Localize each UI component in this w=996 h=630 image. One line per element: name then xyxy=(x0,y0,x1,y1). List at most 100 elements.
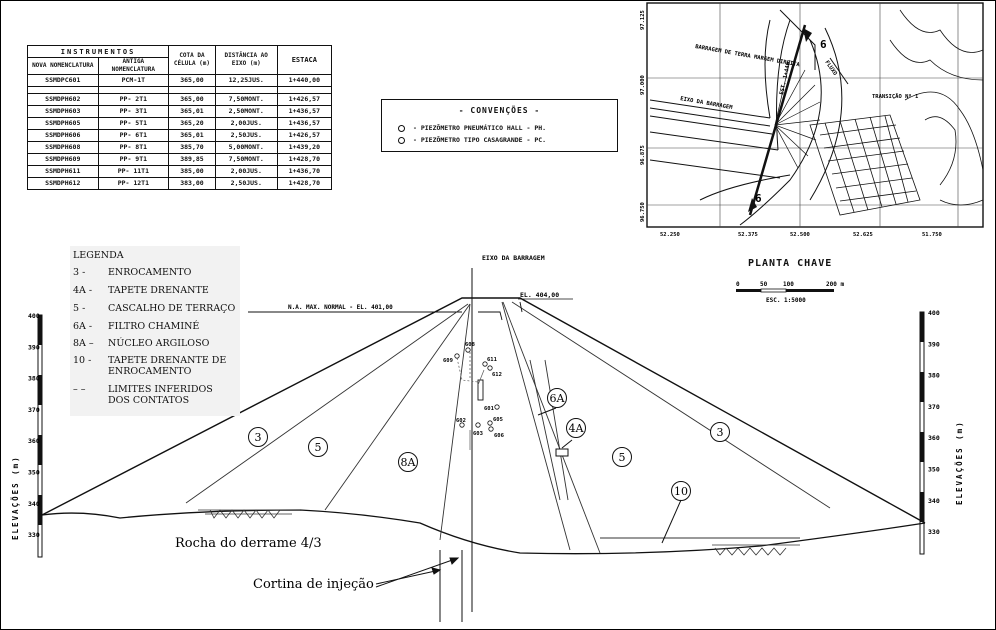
left-tick-label: 360 xyxy=(28,437,40,445)
table-cell-antiga: PP- 3T1 xyxy=(97,105,170,118)
table-cell-antiga: PP- 12T1 xyxy=(97,177,170,190)
table-cell-dist: 2,50JUS. xyxy=(214,129,278,142)
left-tick-label: 370 xyxy=(28,406,40,414)
table-header-antiga: ANTIGA NOMENCLATURA xyxy=(97,57,170,75)
table-cell-estaca: 1+436,70 xyxy=(276,165,333,178)
legend-title: LEGENDA xyxy=(73,250,124,261)
right-elevation-axis xyxy=(919,311,925,555)
table-cell-dist: 5,00MONT. xyxy=(214,141,278,154)
table-spacer-cell xyxy=(27,86,99,94)
table-header-distancia: DISTÂNCIA AO EIXO (m) xyxy=(214,45,278,75)
instrument-label: 606 xyxy=(494,433,505,439)
table-cell-dist: 2,50JUS. xyxy=(214,177,278,190)
instrument-label: 608 xyxy=(465,342,475,348)
table-cell-antiga: PP- 2T1 xyxy=(97,93,170,106)
zone-label-text: 10 xyxy=(674,485,688,498)
table-cell-nova: SSMDPH612 xyxy=(27,177,99,190)
table-cell-nova: SSMDPH609 xyxy=(27,153,99,166)
right-tick-label: 350 xyxy=(928,466,940,474)
map-x-label: 52.250 xyxy=(660,232,680,238)
table-cell-cota: 365,00 xyxy=(168,74,216,87)
zone-circle xyxy=(547,388,567,408)
table-spacer-cell xyxy=(214,86,278,94)
conventions-title: - CONVENÇÕES - xyxy=(458,106,541,115)
table-cell-cota: 383,00 xyxy=(168,177,216,190)
legend-code: 3 - xyxy=(73,267,86,278)
legend-code: 6A - xyxy=(73,321,93,332)
table-cell-dist: 7,50MONT. xyxy=(214,93,278,106)
table-cell-cota: 385,00 xyxy=(168,165,216,178)
table-header-cota: COTA DA CÉLULA (m) xyxy=(168,45,216,75)
piezometer-marker xyxy=(482,361,488,367)
table-cell-cota: 365,01 xyxy=(168,129,216,142)
table-cell-estaca: 1+436,57 xyxy=(276,105,333,118)
right-y-axis-title: ELEVAÇÕES (m) xyxy=(955,420,964,505)
left-tick-label: 330 xyxy=(28,531,40,539)
map-y-label: 96.750 xyxy=(640,202,646,222)
section-label-top: 6 xyxy=(820,38,827,51)
zone-circle xyxy=(710,422,730,442)
piezometer-marker xyxy=(475,422,481,428)
scale-tick-label: 50 xyxy=(760,281,768,288)
instrument-label: 603 xyxy=(473,431,483,437)
table-cell-antiga: PP- 9T1 xyxy=(97,153,170,166)
legend-desc: CASCALHO DE TERRAÇO xyxy=(108,303,236,314)
left-tick-label: 380 xyxy=(28,375,40,383)
table-cell-nova: SSMDPC601 xyxy=(27,74,99,87)
instrument-label: 609 xyxy=(443,358,453,364)
instrument-label: 612 xyxy=(492,372,502,378)
section-label-bottom: 6 xyxy=(755,192,762,205)
map-y-label: 96.875 xyxy=(640,145,646,165)
zone-6a-leader xyxy=(537,407,557,416)
zone-10-leader xyxy=(661,499,682,544)
drain-leader-arrow-icon xyxy=(561,439,573,449)
convention-item: - PIEZÔMETRO TIPO CASAGRANDE - PC. xyxy=(398,136,546,144)
left-tick-label: 350 xyxy=(28,469,40,477)
table-cell-estaca: 1+426,57 xyxy=(276,129,333,142)
table-cell-nova: SSMDPH608 xyxy=(27,141,99,154)
rock-label: Rocha do derrame 4/3 xyxy=(175,536,322,551)
table-spacer-row xyxy=(27,86,333,94)
table-cell-estaca: 1+440,00 xyxy=(276,74,333,87)
table-header-nova: NOVA NOMENCLATURA xyxy=(27,57,99,75)
curtain-arrow-icon xyxy=(431,567,442,575)
left-tick-label: 400 xyxy=(28,312,40,320)
zone-boundaries xyxy=(185,301,831,554)
map-x-label: 52.625 xyxy=(853,232,873,238)
table-cell-antiga: PP- 5T1 xyxy=(97,117,170,130)
legend-code: 8A – xyxy=(73,338,94,349)
left-y-axis-title: ELEVAÇÕES (m) xyxy=(11,455,20,540)
legend-code: – – xyxy=(73,384,86,395)
map-x-label: 52.500 xyxy=(790,232,810,238)
zone-label-text: 5 xyxy=(315,441,322,454)
zone-circle xyxy=(566,418,586,438)
convention-item: - PIEZÔMETRO PNEUMÁTICO HALL - PH. xyxy=(398,124,546,132)
table-spacer-cell xyxy=(168,86,216,94)
flow-arrow-icon xyxy=(829,57,849,85)
zone-circle xyxy=(308,437,328,457)
zone-circle xyxy=(612,447,632,467)
zone-circle xyxy=(398,452,418,472)
table-cell-antiga: PP- 8T1 xyxy=(97,141,170,154)
zone-label-text: 4A xyxy=(569,422,585,435)
table-header-estaca: ESTACA xyxy=(276,45,333,75)
table-cell-estaca: 1+428,70 xyxy=(276,153,333,166)
curtain-label: Cortina de injeção xyxy=(253,577,374,592)
scale-tick-label: 100 xyxy=(783,281,794,288)
zone-label-text: 6A xyxy=(550,392,566,405)
legend-code: 10 - xyxy=(73,355,92,366)
zone-label-text: 3 xyxy=(255,431,262,444)
piezometer-marker xyxy=(487,365,493,371)
right-tick-label: 370 xyxy=(928,403,940,411)
legend-desc: TAPETE DRENANTE DE ENROCAMENTO xyxy=(108,355,227,377)
legend-desc: TAPETE DRENANTE xyxy=(108,285,209,296)
instrument-label: 605 xyxy=(493,417,503,423)
crest-elevation-label: EL. 404,00 xyxy=(520,291,559,299)
flow-label: FLUXO xyxy=(823,60,838,78)
